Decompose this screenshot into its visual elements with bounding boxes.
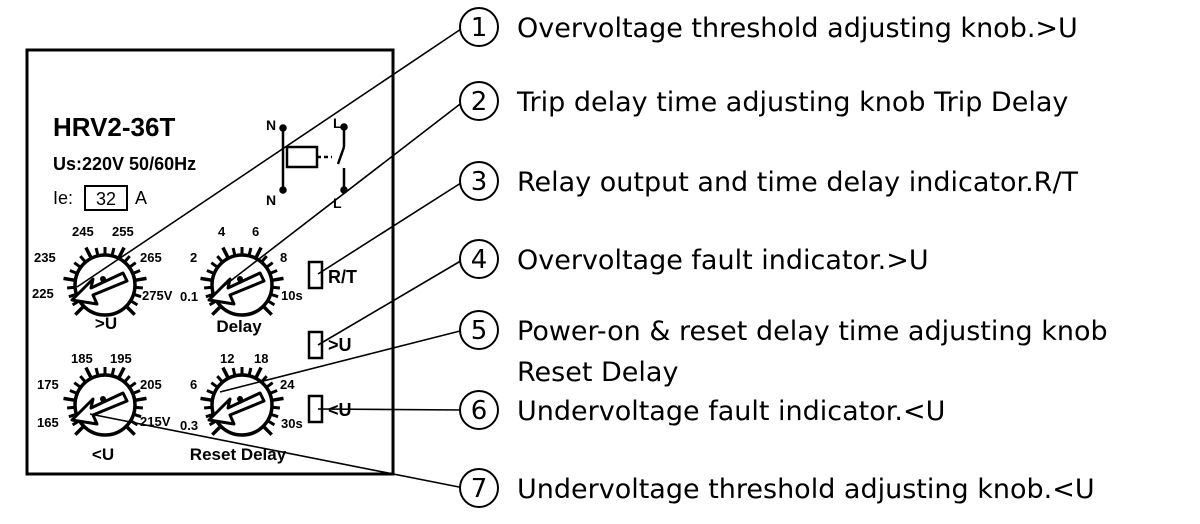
knob-scale-label: 30s — [281, 416, 303, 431]
indicator-under-label: <U — [328, 400, 352, 420]
callout-circle — [460, 469, 498, 507]
knob-scale-label: 18 — [254, 351, 268, 366]
indicator-over-label: >U — [328, 335, 352, 355]
callout-5: 5 Power-on & reset delay time adjusting … — [460, 311, 1108, 388]
callout-circle — [460, 240, 498, 278]
callout-number: 3 — [471, 167, 488, 197]
leader-lines — [77, 27, 464, 488]
callout-6: 6 Undervoltage fault indicator.<U — [460, 391, 945, 429]
knob-scale-label: 24 — [280, 377, 295, 392]
callout-number: 7 — [471, 474, 488, 504]
callout-text: Undervoltage threshold adjusting knob.<U — [517, 474, 1095, 505]
callout-circle — [460, 82, 498, 120]
knob-scale-label: 265 — [140, 250, 162, 265]
relay-label-n-bottom: N — [266, 192, 276, 208]
knob-ticks — [201, 247, 284, 315]
knob-scale-label: 205 — [140, 377, 162, 392]
callout-text: Undervoltage fault indicator.<U — [517, 396, 945, 427]
relay-label-l-top: L — [333, 115, 342, 131]
knob-pointer-arrow-icon — [209, 273, 264, 304]
knob-scale-label: 225 — [32, 286, 54, 301]
current-label: Ie: — [53, 188, 73, 208]
indicator-rt-label: R/T — [328, 267, 357, 287]
model-name: HRV2-36T — [53, 112, 175, 142]
relay-symbol — [281, 125, 347, 193]
callout-circle — [460, 391, 498, 429]
callout-number: 1 — [471, 13, 488, 43]
current-unit: A — [135, 188, 147, 208]
knob-scale-label: 0.3 — [180, 418, 198, 433]
relay-label-l-bottom: L — [333, 195, 342, 211]
knob-center-dot — [100, 276, 106, 282]
knob-scale-label: 6 — [190, 377, 197, 392]
current-value-box — [85, 186, 127, 210]
callout-3: 3 Relay output and time delay indicator.… — [460, 162, 1079, 200]
overvoltage-knob[interactable]: 225 235 245 255 265 275V >U — [32, 224, 173, 333]
callout-number: 2 — [471, 87, 488, 117]
knob-scale-label: 175 — [37, 377, 59, 392]
knob-scale-label: 255 — [112, 224, 134, 239]
knob-ticks — [64, 367, 147, 435]
knob-scale-label: 0.1 — [180, 289, 198, 304]
callout-number: 4 — [471, 245, 488, 275]
knob-caption: <U — [92, 445, 114, 464]
knob-ticks — [201, 367, 284, 435]
knob-caption: >U — [95, 314, 117, 333]
current-value: 32 — [96, 189, 116, 209]
callout-text: Overvoltage threshold adjusting knob.>U — [517, 13, 1078, 44]
relay-label-n-top: N — [266, 117, 276, 133]
callout-text-line2: Reset Delay — [517, 357, 678, 388]
callout-text: Power-on & reset delay time adjusting kn… — [517, 316, 1108, 347]
callout-circle — [460, 8, 498, 46]
knob-scale-label: 4 — [218, 224, 226, 239]
indicator-rt — [309, 262, 322, 288]
knob-scale-label: 195 — [110, 351, 132, 366]
knob-scale-label: 10s — [281, 288, 303, 303]
knob-ticks — [64, 247, 147, 315]
callout-2: 2 Trip delay time adjusting knob Trip De… — [460, 82, 1068, 120]
knob-pointer-arrow-icon — [72, 273, 127, 304]
knob-scale-label: 235 — [34, 250, 56, 265]
knob-caption: Delay — [216, 317, 262, 336]
callout-text: Overvoltage fault indicator.>U — [517, 245, 929, 276]
knob-pointer-arrow-icon — [209, 393, 264, 424]
knob-center-dot — [100, 396, 106, 402]
knob-scale-label: 6 — [252, 224, 259, 239]
indicator-over — [309, 332, 322, 358]
knob-scale-label: 12 — [220, 351, 234, 366]
knob-caption: Reset Delay — [190, 445, 287, 464]
callout-circle — [460, 311, 498, 349]
knob-scale-label: 245 — [72, 224, 94, 239]
knob-scale-label: 185 — [71, 351, 93, 366]
supply-rating: Us:220V 50/60Hz — [53, 154, 196, 174]
knob-scale-label: 2 — [190, 250, 197, 265]
knob-center-dot — [237, 276, 243, 282]
knob-pointer-arrow-icon — [72, 393, 127, 424]
callout-text: Relay output and time delay indicator.R/… — [517, 167, 1079, 198]
callout-text: Trip delay time adjusting knob Trip Dela… — [516, 87, 1068, 118]
callout-number: 6 — [471, 396, 488, 426]
callout-circle — [460, 162, 498, 200]
callout-number: 5 — [471, 316, 488, 346]
callout-4: 4 Overvoltage fault indicator.>U — [460, 240, 929, 278]
callout-7: 7 Undervoltage threshold adjusting knob.… — [460, 469, 1095, 507]
callout-1: 1 Overvoltage threshold adjusting knob.>… — [460, 8, 1078, 46]
knob-scale-label: 8 — [280, 250, 287, 265]
knob-scale-label: 165 — [37, 415, 59, 430]
knob-center-dot — [237, 396, 243, 402]
knob-scale-label: 275V — [142, 288, 173, 303]
